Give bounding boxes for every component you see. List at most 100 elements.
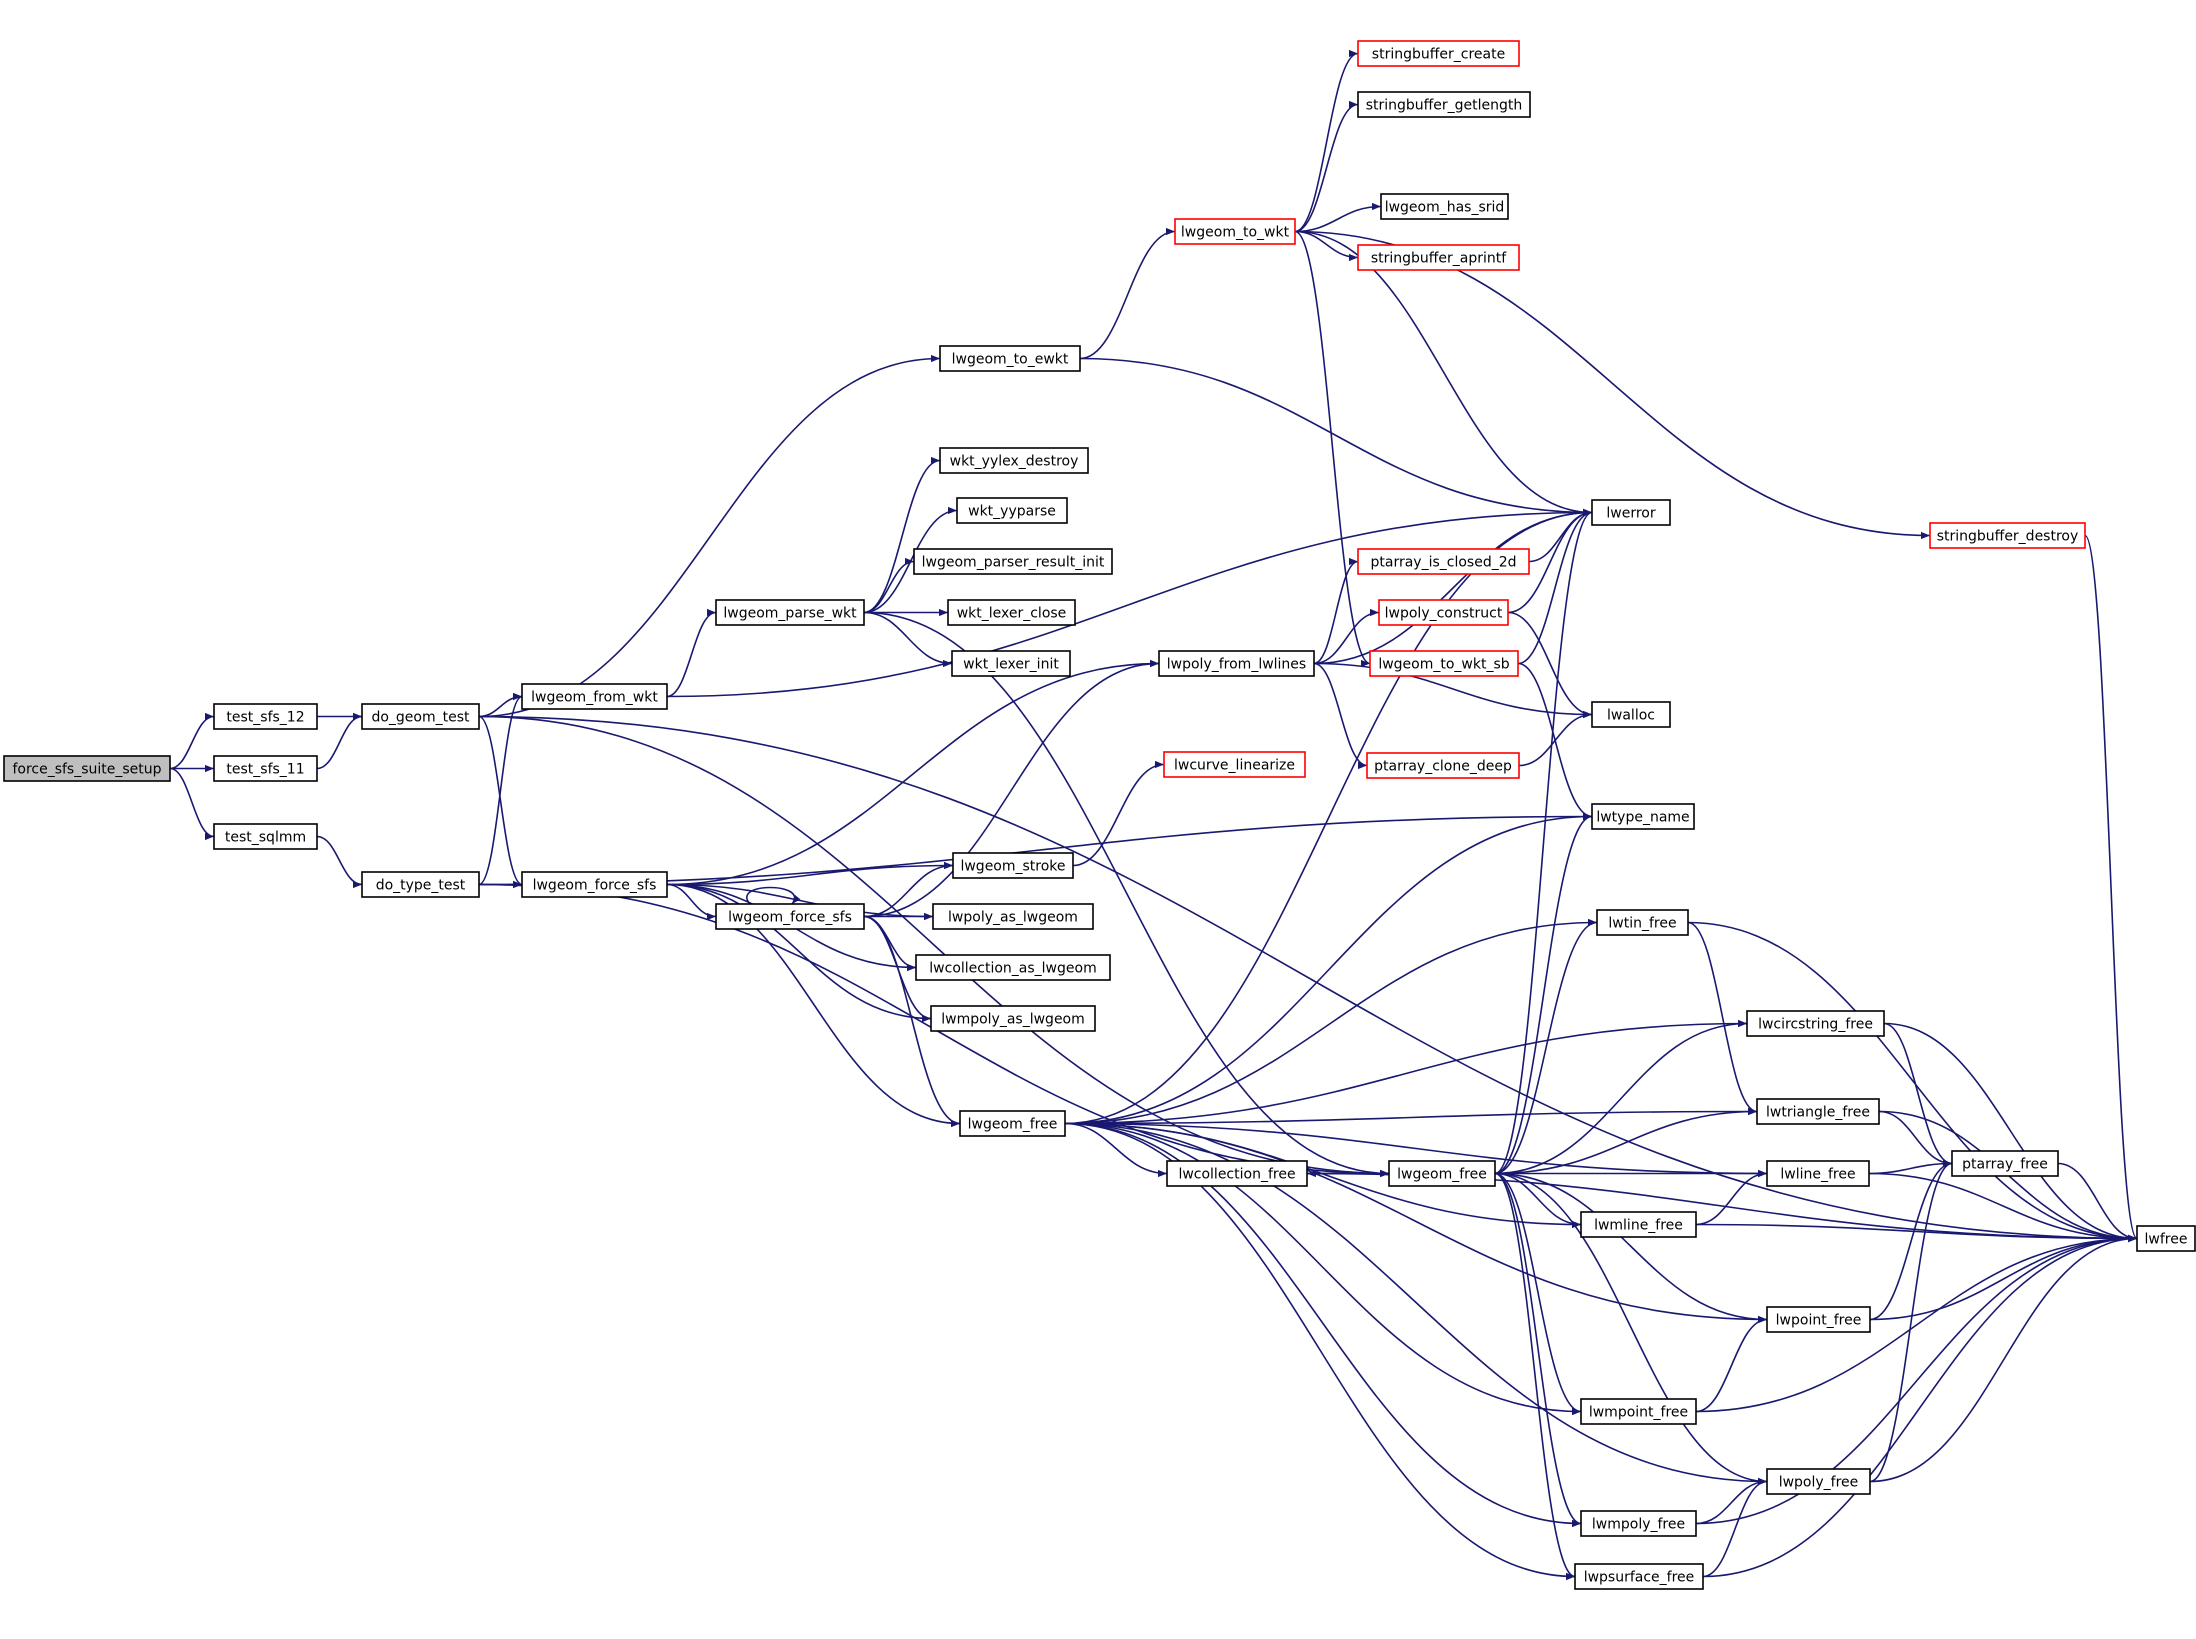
function-node[interactable]: lwgeom_force_sfs (521, 871, 668, 898)
node-label: lwgeom_parse_wkt (723, 606, 857, 622)
node-label: lwcollection_free (1178, 1167, 1295, 1183)
function-node[interactable]: lwgeom_stroke (952, 852, 1074, 879)
function-node[interactable]: test_sqlmm (213, 823, 318, 850)
function-node[interactable]: lwgeom_has_srid (1380, 193, 1509, 220)
call-edge (1294, 202, 1382, 233)
node-label: lwcollection_as_lwgeom (929, 961, 1096, 977)
node-box (1580, 1398, 1697, 1425)
function-node[interactable]: wkt_lexer_init (951, 650, 1071, 677)
call-edge (1869, 1234, 2138, 1321)
function-node[interactable]: lwline_free (1766, 1160, 1870, 1187)
call-edge (1695, 1234, 2138, 1413)
function-node[interactable]: lwgeom_to_wkt (1174, 218, 1296, 245)
function-node[interactable]: lwgeom_to_ewkt (939, 345, 1081, 372)
function-node[interactable]: lwpsurface_free (1574, 1563, 1704, 1590)
call-edge (1702, 1234, 2138, 1578)
function-node[interactable]: do_geom_test (361, 703, 480, 730)
call-edge (1883, 1022, 2138, 1243)
function-node[interactable]: lwgeom_parse_wkt (715, 599, 865, 626)
node-box (947, 599, 1076, 626)
call-edge (1695, 1477, 1768, 1525)
node-box (959, 1110, 1066, 1137)
call-edge (2084, 534, 2138, 1242)
call-edge (666, 608, 717, 698)
node-label: test_sfs_12 (226, 710, 304, 726)
function-node[interactable]: lwtriangle_free (1756, 1098, 1880, 1125)
node-label: lwcurve_linearize (1174, 758, 1295, 774)
function-node[interactable]: lwpoint_free (1766, 1306, 1871, 1333)
function-node[interactable]: lwgeom_free (1388, 1160, 1496, 1187)
call-edge (1313, 557, 1359, 665)
function-node[interactable]: lwpoly_from_lwlines (1158, 650, 1315, 677)
function-node[interactable]: lwcurve_linearize (1163, 751, 1306, 778)
call-edge (478, 354, 941, 718)
function-node[interactable]: lwmpoly_free (1580, 1510, 1697, 1537)
function-node[interactable]: lwmpoly_as_lwgeom (930, 1005, 1096, 1032)
node-box (1580, 1211, 1697, 1238)
call-edge (1868, 1172, 2138, 1243)
call-edge (1528, 508, 1593, 563)
function-node[interactable]: lwgeom_to_wkt_sb (1369, 650, 1519, 677)
function-node[interactable]: stringbuffer_destroy (1929, 522, 2086, 549)
call-edge (1869, 1159, 1953, 1483)
function-node[interactable]: lwtype_name (1591, 803, 1695, 830)
call-edge (1494, 1019, 1748, 1175)
function-node[interactable]: lwtin_free (1596, 909, 1689, 936)
call-edge (1494, 1172, 1768, 1486)
function-node[interactable]: lwfree (2136, 1225, 2196, 1252)
call-edge (863, 915, 961, 1128)
function-node[interactable]: ptarray_free (1951, 1150, 2059, 1177)
node-label: stringbuffer_getlength (1366, 98, 1523, 114)
function-node[interactable]: stringbuffer_aprintf (1357, 244, 1520, 271)
root-node[interactable]: force_sfs_suite_setup (3, 755, 171, 782)
function-node[interactable]: wkt_lexer_close (947, 599, 1076, 626)
function-node[interactable]: lwgeom_force_sfs (715, 903, 865, 930)
function-node[interactable]: lwpoly_as_lwgeom (932, 903, 1094, 930)
function-node[interactable]: ptarray_clone_deep (1366, 752, 1520, 779)
node-label: lwgeom_free (1397, 1167, 1487, 1183)
node-box (930, 1005, 1096, 1032)
call-edge (1079, 227, 1176, 360)
function-node[interactable]: test_sfs_11 (213, 755, 318, 782)
function-node[interactable]: lwpoly_free (1766, 1468, 1871, 1495)
function-node[interactable]: lwcollection_as_lwgeom (915, 954, 1111, 981)
node-box (1951, 1150, 2059, 1177)
node-label: lwgeom_stroke (960, 859, 1065, 875)
node-box (1766, 1306, 1871, 1333)
function-node[interactable]: stringbuffer_getlength (1357, 91, 1531, 118)
function-node[interactable]: lwerror (1591, 499, 1671, 526)
call-edge (1517, 508, 1593, 665)
function-node[interactable]: test_sfs_12 (213, 703, 318, 730)
node-label: stringbuffer_destroy (1937, 529, 2079, 545)
function-node[interactable]: lwcircstring_free (1746, 1010, 1885, 1037)
function-node[interactable]: lwgeom_free (959, 1110, 1066, 1137)
node-label: lwmpoly_as_lwgeom (941, 1012, 1085, 1028)
call-edge (1064, 1122, 1582, 1416)
function-node[interactable]: wkt_yylex_destroy (939, 447, 1089, 474)
function-node[interactable]: lwgeom_parser_result_init (913, 548, 1113, 575)
function-node[interactable]: stringbuffer_create (1357, 40, 1520, 67)
node-label: lwpoly_as_lwgeom (948, 910, 1078, 926)
function-node[interactable]: lwmpoint_free (1580, 1398, 1697, 1425)
function-node[interactable]: ptarray_is_closed_2d (1357, 548, 1530, 575)
function-node[interactable]: do_type_test (361, 871, 480, 898)
call-edge (478, 715, 523, 889)
function-node[interactable]: lwmline_free (1580, 1211, 1697, 1238)
call-edge (1064, 1122, 1768, 1324)
call-edge (1687, 921, 1758, 1116)
node-box (1766, 1160, 1870, 1187)
call-edge (478, 812, 1593, 886)
function-node[interactable]: lwalloc (1591, 701, 1671, 728)
function-node[interactable]: lwcollection_free (1166, 1160, 1308, 1187)
node-box (1596, 909, 1689, 936)
function-node[interactable]: wkt_yyparse (956, 497, 1068, 524)
call-edge (1878, 1110, 1953, 1168)
call-edge (1507, 611, 1593, 719)
call-edge (1064, 1122, 1582, 1528)
function-node[interactable]: lwpoly_construct (1378, 599, 1509, 626)
call-edge (1695, 1169, 1768, 1226)
node-label: lwmpoint_free (1589, 1405, 1688, 1421)
call-edge (1507, 508, 1593, 614)
function-node[interactable]: lwgeom_from_wkt (521, 683, 668, 710)
node-label: ptarray_free (1962, 1157, 2048, 1173)
